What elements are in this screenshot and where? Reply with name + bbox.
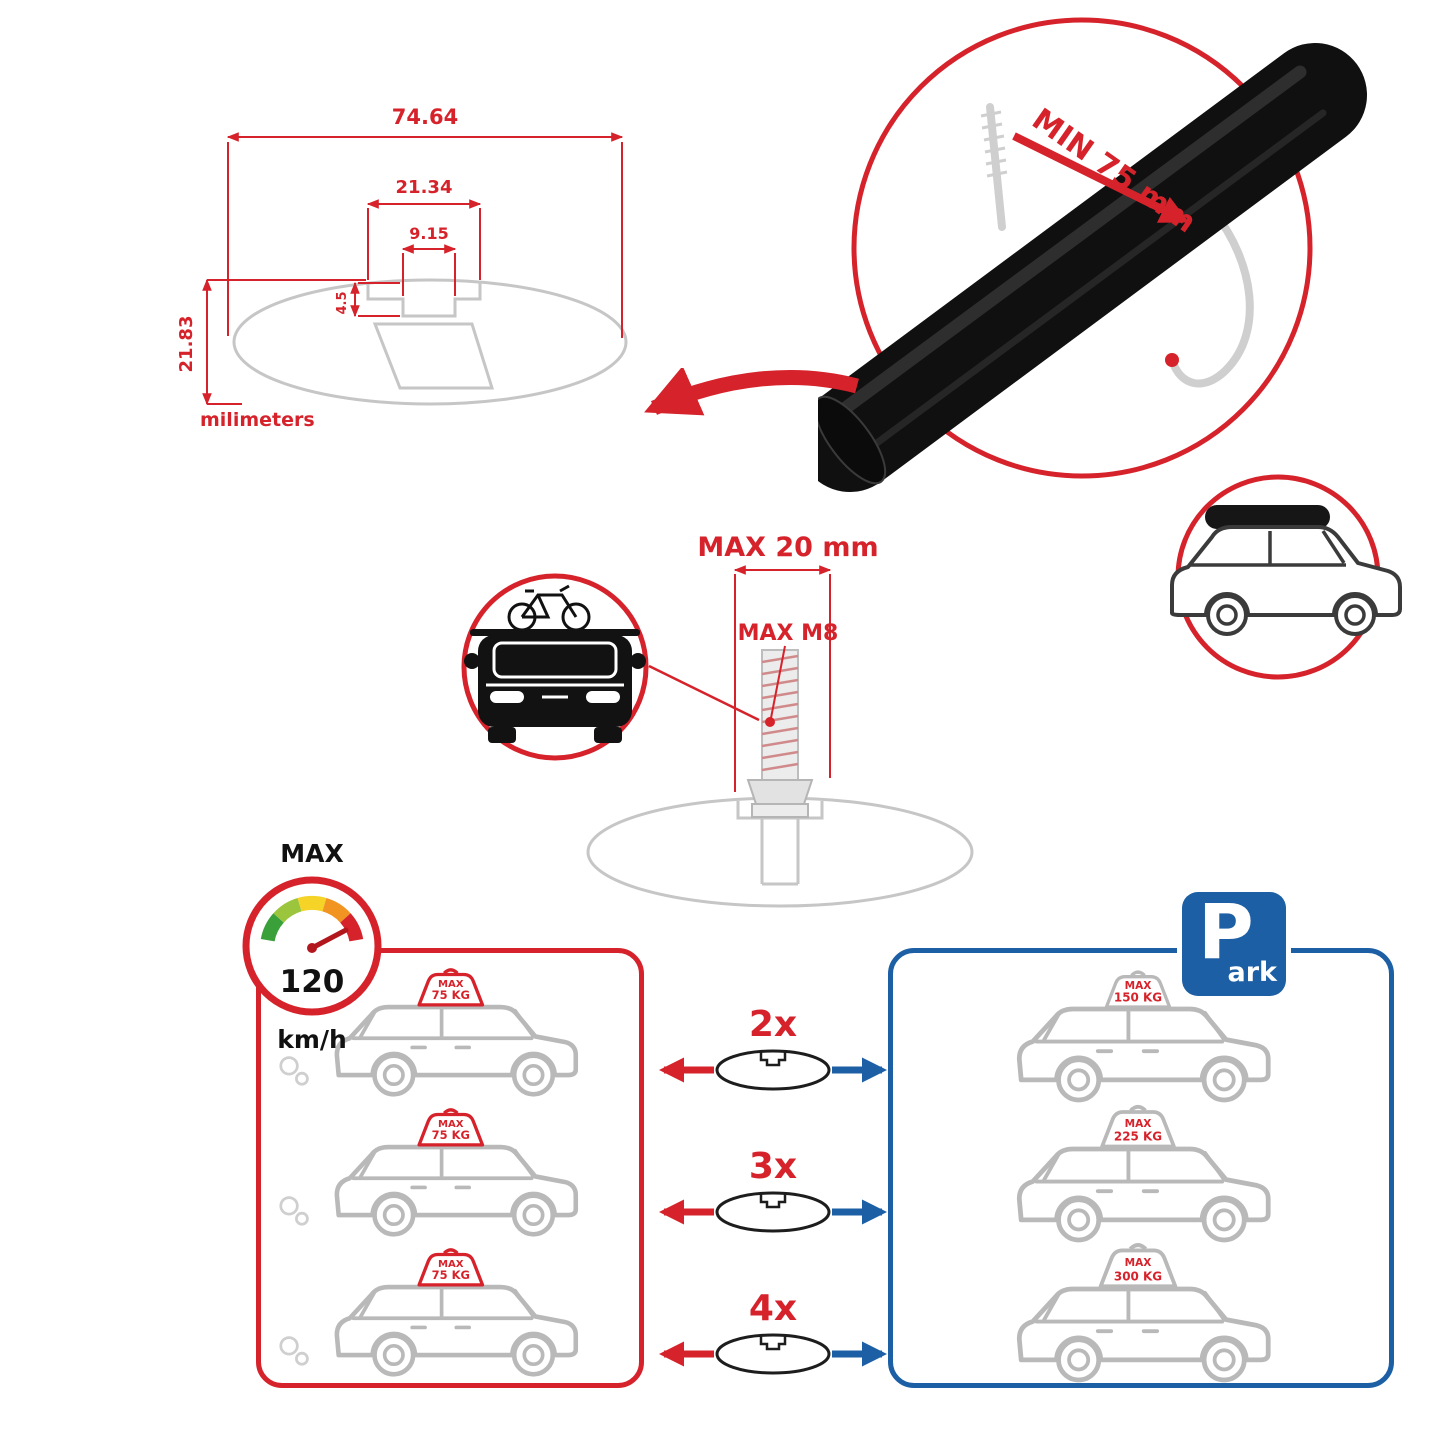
speed-gauge-drawing: MAX 120 km/h <box>242 839 382 1054</box>
dim-slot-depth: 4.5 <box>335 291 350 314</box>
speed-value: 120 <box>280 964 345 1000</box>
leader-line <box>648 664 760 722</box>
cargo-load-label: 150 KG <box>1114 990 1162 1004</box>
car-front-icon <box>464 629 646 743</box>
bike-bolt-leader <box>645 660 765 730</box>
cargo-max-label: MAX <box>438 1119 464 1130</box>
exhaust-smoke-icon <box>279 1196 309 1226</box>
multiplier-label: 2x <box>749 1004 797 1045</box>
crossbar-icon <box>818 43 1367 492</box>
cargo-load-label: 75 KG <box>432 988 470 1002</box>
pointer-arrow-drawing <box>644 368 859 416</box>
dim-slot-width: 9.15 <box>409 224 448 243</box>
crossbar-count-row: 3x <box>648 1142 898 1242</box>
cargo-max-label: MAX <box>1125 1257 1152 1269</box>
dim-total-height: 21.83 <box>176 316 197 373</box>
leader-line-drawing <box>648 664 760 722</box>
cargo-max-label: MAX <box>1125 980 1152 992</box>
gauge-needle-icon <box>309 927 349 951</box>
crossbar-count-row: 4x <box>648 1284 898 1384</box>
crossbar-slot-icon <box>759 1336 787 1351</box>
parked-limit-panel: MAX 150 KG MAX 225 KG MAX 300 KG <box>888 948 1394 1388</box>
rooftop-cargo-car-badge <box>1150 465 1412 700</box>
multiplier-label: 3x <box>749 1146 797 1187</box>
parked-car-row: MAX 300 KG <box>913 1239 1363 1385</box>
dim-unit-label: milimeters <box>200 409 315 431</box>
driving-car-row: MAX 75 KG <box>279 967 607 1099</box>
bike-on-car-badge <box>450 545 670 785</box>
thread-leader-dot <box>765 717 775 727</box>
crossbar-closeup-badge: MIN 75 mm <box>818 12 1380 517</box>
exhaust-smoke-icon <box>279 1336 309 1366</box>
profile-dimensions-diagram: 74.64 21.34 9.15 4.5 21.83 milimeters <box>170 92 650 437</box>
dim-channel-width: 21.34 <box>396 177 453 198</box>
multiplier-label: 4x <box>749 1288 797 1329</box>
bolt-max-length-label: MAX 20 mm <box>697 532 878 563</box>
gauge-arc-segments <box>260 896 364 942</box>
bolt-dimension-lines <box>733 565 832 792</box>
pointer-arrow <box>612 368 862 448</box>
suv-icon <box>337 1147 576 1234</box>
suv-icon <box>1019 1289 1268 1380</box>
park-sign-p: P <box>1198 887 1254 976</box>
driving-car-row: MAX 75 KG <box>279 1107 607 1239</box>
parked-car-row: MAX 150 KG <box>913 959 1363 1105</box>
speed-max-label: MAX <box>280 839 344 868</box>
crossbar-count-drawing: 2x <box>658 1004 888 1091</box>
cargo-load-label: 300 KG <box>1114 1269 1162 1283</box>
clamp-pivot-dot <box>1165 353 1179 367</box>
crossbar-closeup-drawing: MIN 75 mm <box>818 17 1367 492</box>
crossbar-count-row: 2x <box>648 1000 898 1100</box>
bolt-max-thread-label: MAX M8 <box>738 621 839 646</box>
cargo-max-label: MAX <box>438 1259 464 1270</box>
bolt-diagram: MAX 20 mm MAX M8 <box>555 522 995 917</box>
t-bolt-icon <box>746 649 814 818</box>
driving-car-row: MAX 75 KG <box>279 1247 607 1379</box>
cargo-max-label: MAX <box>438 979 464 990</box>
rooftop-cargo-car-drawing <box>1170 474 1402 680</box>
cargo-load-label: 225 KG <box>1114 1129 1162 1143</box>
crossbar-count-drawing: 3x <box>658 1146 888 1233</box>
suv-icon <box>1019 1009 1268 1100</box>
speed-limit-gauge: MAX 120 km/h <box>232 836 397 1056</box>
suv-roofbox-icon <box>1170 505 1402 636</box>
bike-on-car-drawing <box>461 573 649 761</box>
clamp-thread-hatching <box>980 110 1008 178</box>
park-sign-ark: ark <box>1227 957 1278 988</box>
driving-limit-panel: MAX 75 KG MAX 75 KG MAX 75 KG <box>256 948 644 1388</box>
suv-icon <box>337 1287 576 1374</box>
profile-dimensions-drawing: 74.64 21.34 9.15 4.5 21.83 milimeters <box>176 105 628 431</box>
crossbar-endview-icon <box>715 1191 831 1233</box>
bolt-diagram-drawing: MAX 20 mm MAX M8 <box>586 532 974 908</box>
cargo-load-label: 75 KG <box>432 1128 470 1142</box>
park-sign: P ark <box>1182 892 1286 996</box>
dim-total-width: 74.64 <box>392 105 458 129</box>
crossbar-slot-icon <box>759 1052 787 1067</box>
cargo-max-label: MAX <box>1125 1118 1152 1130</box>
crossbar-endview-icon <box>715 1333 831 1375</box>
exhaust-smoke-icon <box>279 1056 309 1086</box>
parked-car-row: MAX 225 KG <box>913 1099 1363 1245</box>
dimension-lines <box>202 132 624 406</box>
crossbar-slot-icon <box>759 1194 787 1209</box>
crossbar-endview-icon <box>715 1049 831 1091</box>
suv-icon <box>1019 1149 1268 1240</box>
crossbar-profile-outline <box>232 278 628 406</box>
dimension-labels: 74.64 21.34 9.15 4.5 21.83 milimeters <box>176 105 458 431</box>
cargo-load-label: 75 KG <box>432 1268 470 1282</box>
gauge-needle-pivot <box>307 943 317 953</box>
min-span-arrow <box>1012 132 1190 224</box>
crossbar-count-drawing: 4x <box>658 1288 888 1375</box>
red-arrow-icon <box>644 368 859 416</box>
speed-unit-label: km/h <box>277 1025 347 1054</box>
